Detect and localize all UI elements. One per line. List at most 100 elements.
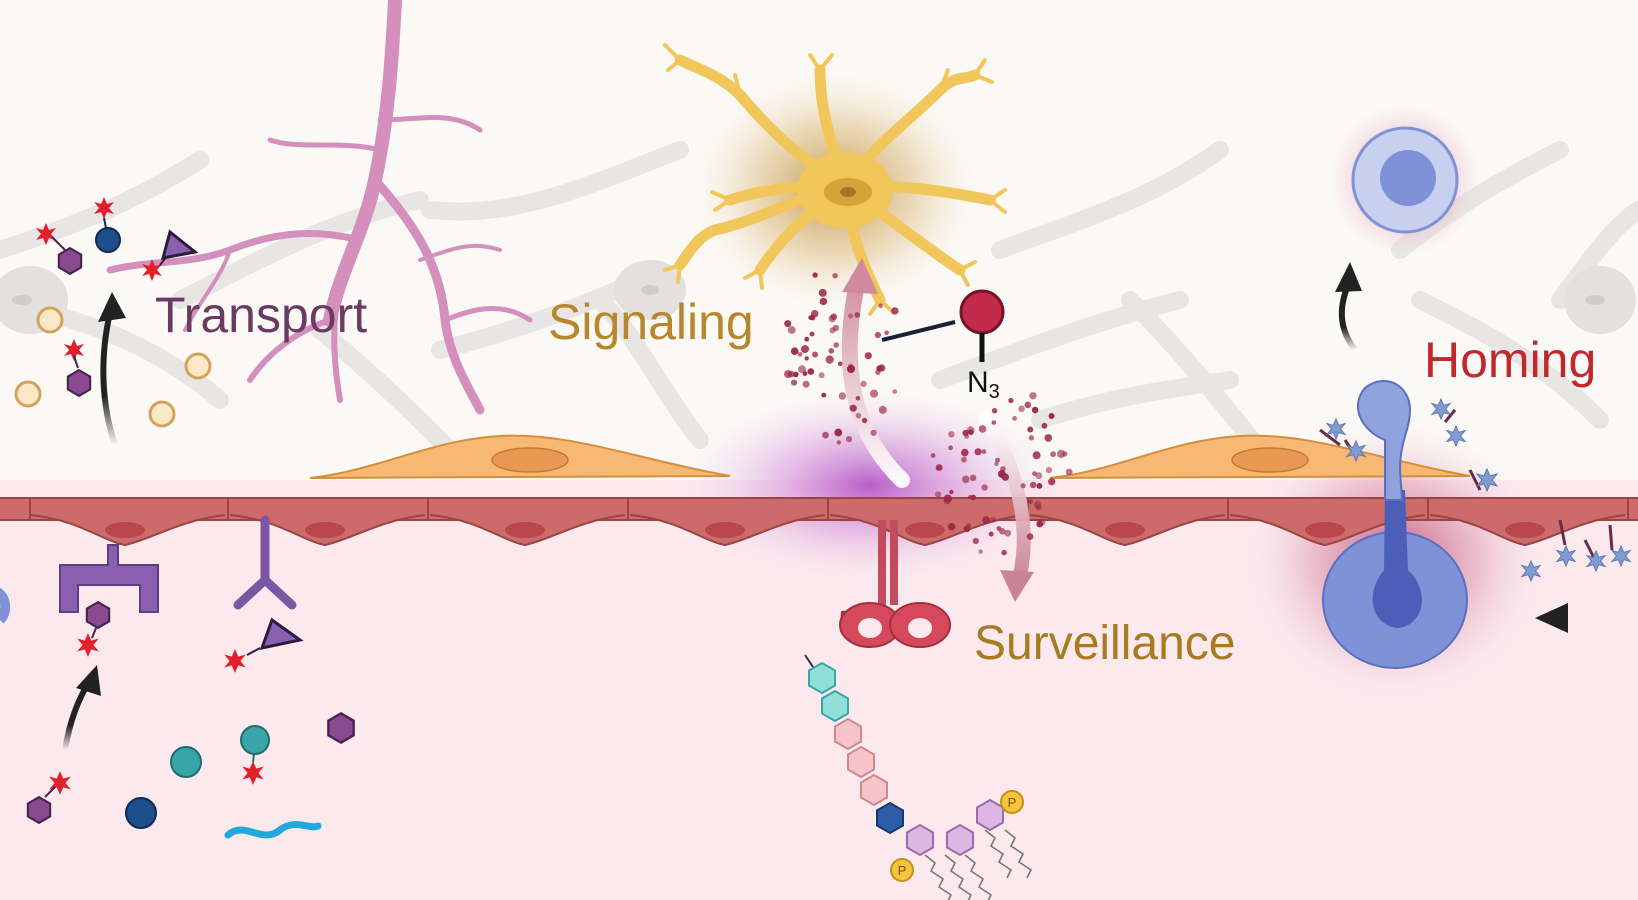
particle [875, 332, 881, 338]
particle [822, 432, 829, 439]
particle [784, 320, 791, 327]
particle [871, 430, 877, 436]
sugar-unit [835, 719, 861, 749]
particle [1018, 406, 1025, 413]
particle [812, 352, 818, 358]
particle [936, 464, 943, 471]
phosphate-label: P [898, 863, 907, 878]
particle [819, 372, 825, 378]
particle [791, 347, 799, 355]
particle [803, 381, 810, 388]
particle [1029, 435, 1034, 440]
particle [865, 352, 872, 359]
particle [1000, 466, 1006, 472]
particle [935, 491, 941, 497]
particle [944, 497, 951, 504]
particle [971, 495, 977, 501]
particle [1004, 530, 1011, 537]
particle [808, 368, 815, 375]
particle [973, 538, 979, 544]
particle [829, 348, 835, 354]
particle [989, 532, 994, 537]
particle [826, 356, 834, 364]
particle [854, 312, 860, 318]
particle [876, 365, 882, 371]
particle [948, 431, 954, 437]
particle [830, 327, 836, 333]
particle [1025, 402, 1032, 409]
phosphate-label: P [1008, 795, 1017, 810]
particle [1036, 521, 1043, 528]
particle [891, 307, 898, 314]
sugar-unit [877, 803, 903, 833]
particle [808, 315, 813, 320]
particle [981, 484, 987, 490]
particle [834, 429, 842, 437]
particle [821, 393, 826, 398]
particle [846, 436, 852, 442]
particle [804, 337, 809, 342]
sugar-unit [907, 825, 933, 855]
particle [850, 405, 857, 412]
particle [1012, 416, 1017, 421]
particle [997, 526, 1002, 531]
particle [1021, 483, 1026, 488]
particle [884, 331, 889, 336]
particle [838, 362, 843, 367]
particle [1028, 499, 1033, 504]
particle [793, 372, 799, 378]
particle [982, 516, 990, 524]
particle [856, 396, 861, 401]
particle [1046, 467, 1052, 473]
particle [788, 326, 796, 334]
particle [961, 449, 969, 457]
particle [870, 390, 878, 398]
particle [798, 365, 806, 373]
particle [878, 303, 883, 308]
particle [1050, 451, 1056, 457]
particle [833, 342, 839, 348]
particle [879, 406, 887, 414]
particle [970, 475, 976, 481]
particle [805, 356, 809, 360]
particle [961, 457, 967, 463]
particle [837, 440, 841, 444]
particle [832, 273, 837, 278]
particle [995, 458, 1000, 463]
homing-label: Homing [1424, 335, 1596, 385]
particle [839, 392, 846, 399]
sugar-unit [861, 775, 887, 805]
particle [990, 517, 996, 523]
particle [948, 523, 955, 530]
particle [820, 298, 827, 305]
particle [1008, 398, 1013, 403]
particle [1042, 423, 1048, 429]
particle [931, 453, 936, 458]
azide-label: N3 [967, 368, 1000, 402]
particle [979, 425, 987, 433]
particle [949, 490, 953, 494]
particle [1029, 392, 1036, 399]
particle [1049, 413, 1055, 419]
particle [791, 380, 797, 386]
particle [962, 476, 970, 484]
particle [948, 445, 953, 450]
particle [1048, 478, 1055, 485]
particle [1027, 427, 1033, 433]
leukocyte-icon [1353, 128, 1457, 232]
sugar-unit [947, 825, 973, 855]
particle [975, 448, 982, 455]
particle [829, 315, 836, 322]
particle [982, 449, 987, 454]
particle [848, 314, 853, 319]
particle [1045, 434, 1053, 442]
particle [798, 352, 803, 357]
particle [1001, 550, 1006, 555]
particle [1002, 473, 1009, 480]
particle [812, 272, 817, 277]
particle [801, 345, 809, 353]
particle [992, 408, 997, 413]
particle [1037, 483, 1043, 489]
